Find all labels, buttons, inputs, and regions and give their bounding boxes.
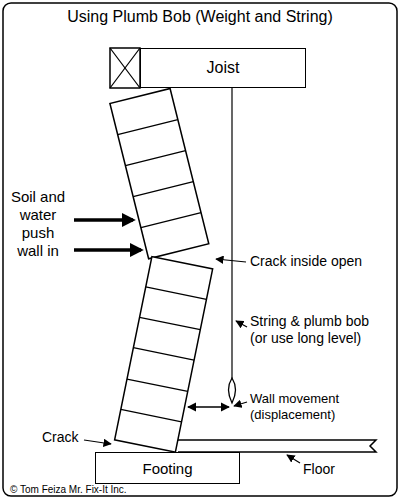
mortar-joint [121,409,182,421]
node-text: Footing [142,460,192,477]
mortar-joint [125,151,185,166]
upper-wall [110,89,209,259]
lower-wall [115,257,213,453]
mortar-joint [146,287,207,299]
wall-block [110,89,209,259]
plumb-string [231,88,232,380]
rim-cross [110,48,140,88]
mortar-joint [133,182,193,197]
wall-block [115,257,213,453]
floor-slab [178,440,376,452]
mortar-joint [118,120,178,135]
pressure-label: Soil and water push wall in [8,188,68,260]
displacement-line [188,406,229,407]
plumb-bob [229,378,236,403]
mortar-joint [127,379,188,391]
mortar-joint [141,213,201,228]
footing-box: Footing [95,452,240,484]
leader-line [236,321,247,327]
leader-line [234,402,247,406]
pressure-arrow [74,218,133,222]
crack-callout: Crack [42,429,86,446]
frame-border [3,3,397,496]
string-callout: String & plumb bob (or use long level) [250,313,378,347]
leader-line [84,440,111,444]
copyright-note: © Tom Feiza Mr. Fix-It Inc. [10,484,210,496]
leader-line [216,259,246,262]
joist-box: Joist [140,48,306,88]
pressure-arrow [74,248,141,252]
crack-callout: Crack inside open [250,253,380,270]
displacement-callout: Wall movement (displacement) [250,391,350,422]
mortar-joint [133,348,194,360]
diagram-title: Using Plumb Bob (Weight and String) [0,7,400,26]
node-text: Joist [207,59,240,77]
rim-block [110,48,140,88]
leader-line [287,455,300,463]
rim-cross [110,48,140,88]
floor-callout: Floor [303,461,363,478]
mortar-joint [140,317,201,329]
